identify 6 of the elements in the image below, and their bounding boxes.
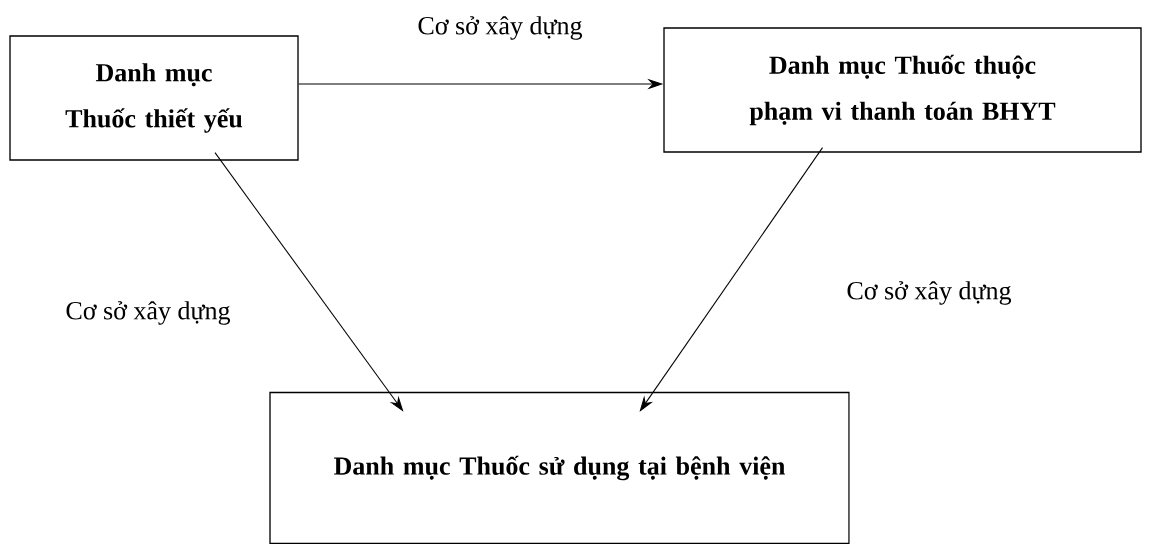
edge-label: Cơ sở xây dựng xyxy=(847,281,1012,305)
edge-label: Cơ sở xây dựng xyxy=(418,16,583,40)
process-box: Danh mục Thuốc thuộc phạm vi thanh toán BHYT xyxy=(663,27,1142,153)
process-box: Danh mục Thuốc thiết yếu xyxy=(9,35,299,161)
process-box: Danh mục Thuốc sử dụng tại bệnh viện xyxy=(269,391,850,544)
edge-label: Cơ sở xây dựng xyxy=(66,301,231,325)
